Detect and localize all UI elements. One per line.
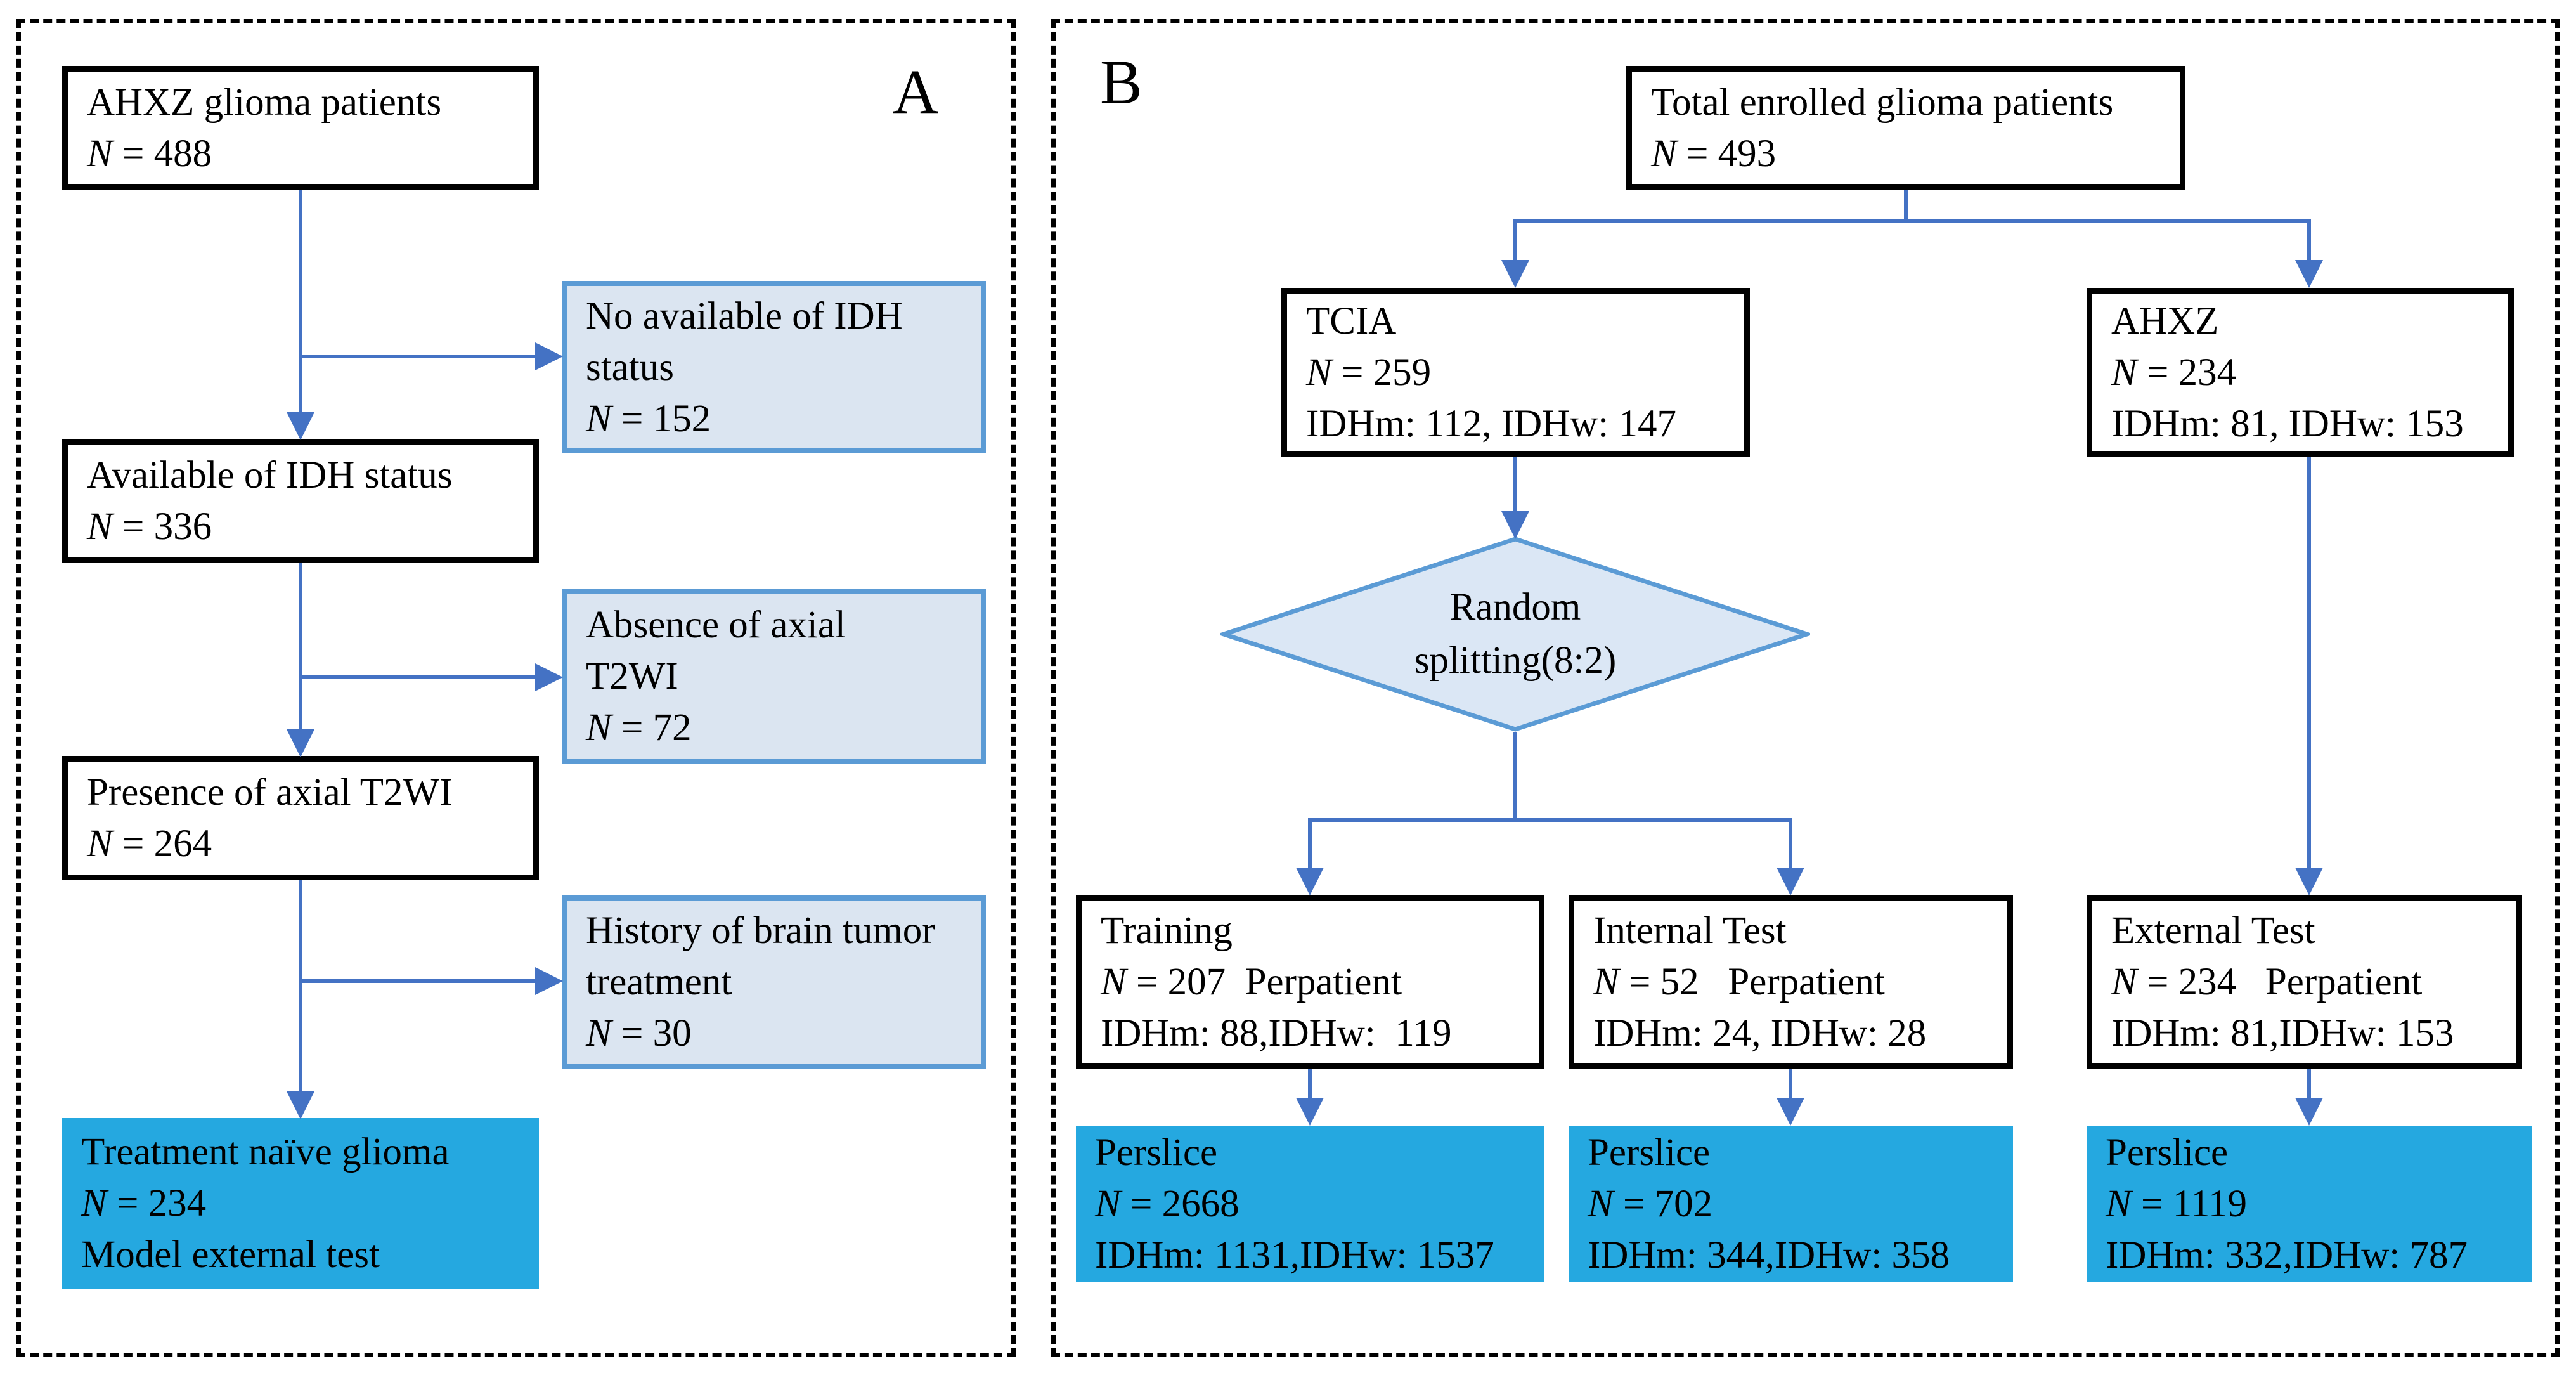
arrowhead-to-internal-test <box>1777 868 1804 895</box>
connector-bottom-split <box>1308 818 1792 822</box>
arrowhead-to-tcia <box>1501 260 1529 288</box>
connector-split-to-tcia <box>1513 219 1517 262</box>
panel-a-frame <box>16 19 1016 1357</box>
diamond-random-splitting-shape <box>1220 537 1810 732</box>
connector-external-to-perslice <box>2307 1069 2311 1100</box>
arrowhead-to-perslice-training <box>1296 1098 1324 1126</box>
connector-a-branch-history <box>301 979 538 983</box>
connector-split-to-internal-test <box>1789 818 1792 870</box>
panel-b-label: B <box>1100 47 1142 117</box>
connector-a-branch-absence-t2wi <box>301 675 538 679</box>
arrowhead-a3-down <box>287 1091 314 1119</box>
arrowhead-to-ahxz <box>2295 260 2323 288</box>
arrowhead-to-perslice-external <box>2295 1098 2323 1126</box>
arrowhead-a2-down <box>287 729 314 757</box>
panel-a-label: A <box>893 56 939 127</box>
connector-tcia-to-diamond <box>1513 457 1517 512</box>
connector-diamond-down <box>1513 732 1517 822</box>
arrowhead-to-external-test <box>2295 868 2323 895</box>
connector-internal-to-perslice <box>1789 1069 1792 1100</box>
connector-a1-down <box>299 190 302 415</box>
connector-split-to-training <box>1308 818 1312 870</box>
connector-ahxz-to-external-test <box>2307 457 2311 870</box>
connector-total-down-stub <box>1904 190 1908 221</box>
connector-a3-down <box>299 880 302 1093</box>
arrowhead-to-perslice-internal <box>1777 1098 1804 1126</box>
arrowhead-branch-no-idh <box>535 342 563 370</box>
connector-a2-down <box>299 563 302 731</box>
arrowhead-branch-absence-t2wi <box>535 663 563 691</box>
arrowhead-branch-history <box>535 967 563 995</box>
panel-b-frame <box>1051 19 2560 1357</box>
connector-a-branch-no-idh <box>301 355 538 358</box>
connector-split-to-ahxz <box>2307 219 2311 262</box>
arrowhead-to-training <box>1296 868 1324 895</box>
connector-top-split <box>1513 219 2311 223</box>
arrowhead-to-diamond <box>1501 511 1529 539</box>
arrowhead-a1-down <box>287 412 314 440</box>
connector-training-to-perslice <box>1308 1069 1312 1100</box>
